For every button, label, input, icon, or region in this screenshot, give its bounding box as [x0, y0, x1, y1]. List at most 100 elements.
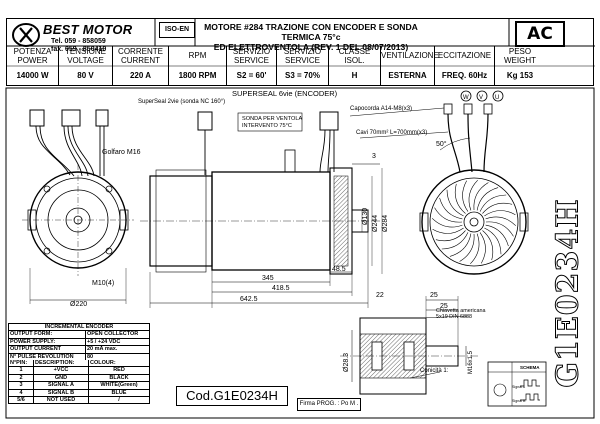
pin-number: 4 — [9, 389, 34, 397]
sonda-line-2: INTERVENTO 75°C — [242, 123, 292, 129]
pin-number: 2 — [9, 374, 34, 382]
pin-number: 5/6 — [9, 397, 34, 404]
fan-blade — [434, 207, 463, 223]
fan-blade — [484, 227, 502, 255]
superseal2-label: SuperSeal 2vie (sonda NC 160°) — [138, 99, 225, 105]
fan-blade — [439, 197, 463, 220]
drawing-title: MOTORE #284 TRAZIONE CON ENCODER E SONDA… — [197, 22, 425, 52]
right-end-view — [349, 90, 529, 275]
encoder-spec-value: +5 / +24 VDC — [87, 338, 121, 345]
spec-label: RPM — [169, 46, 227, 66]
fan-blade — [459, 233, 475, 262]
vertical-code-text: G1E0234H — [550, 198, 586, 388]
fan-blade — [435, 230, 466, 242]
title-block: BEST MOTOR Tel. 059 - 858059 fax. 059 - … — [6, 18, 595, 86]
spec-value: ESTERNA — [381, 66, 435, 85]
company-tel: Tel. 059 - 858059 — [51, 38, 106, 45]
fan-blade — [432, 227, 464, 234]
spec-value: Kg 153 — [506, 71, 534, 80]
spec-value: S2 = 60' — [227, 66, 277, 85]
fan-blade — [462, 180, 469, 212]
encoder-spec-key: N° PULSE REVOLUTION — [9, 353, 86, 361]
dim-l48: 48.5 — [332, 266, 346, 273]
pin-colour: BLUE — [111, 389, 127, 396]
pin-header-colour: COLOUR: — [90, 360, 116, 367]
cavi-label: Cavi 70mm² L=700mm(x3) — [356, 130, 427, 136]
pin-description: NOT USED — [34, 397, 89, 404]
pin-header-num: N°PIN: — [9, 360, 34, 367]
spec-label: VENTILAZIONE — [381, 46, 439, 66]
side-view — [140, 111, 383, 308]
dim-d284: Ø284 — [382, 215, 389, 232]
chiavetta-line-1: Chiavetta americana — [436, 308, 485, 314]
fan-blade — [476, 187, 499, 211]
pin-description: SIGNAL A — [34, 382, 89, 389]
pin-colour: RED — [113, 367, 125, 374]
fan-blade — [470, 233, 480, 265]
encoder-title: INCREMENTAL ENCODER — [44, 324, 114, 330]
dim-d130: Ø130 — [362, 208, 369, 225]
pin-description: GND — [34, 374, 89, 382]
spec-value: 220 A — [113, 66, 169, 85]
signal-a-label: Signal A — [512, 385, 526, 389]
dim-d28: Ø28.3 — [343, 353, 350, 372]
phase-u: U — [495, 95, 499, 101]
pin-description: SIGNAL B — [34, 389, 89, 397]
company-fax: fax. 059 - 850410 — [51, 46, 107, 53]
fan-blade — [468, 179, 478, 211]
pin-number: 1 — [9, 367, 34, 374]
phase-w: W — [463, 95, 469, 101]
signature-box: Firma PROG. : Po M . — [297, 398, 361, 411]
company-contacts: Tel. 059 - 858059 fax. 059 - 850410 — [51, 38, 106, 54]
pin-header-desc: DESCRIPTION: — [34, 360, 89, 367]
dim-d244: Ø244 — [372, 215, 379, 232]
spec-value: FREQ. 60Hz — [435, 66, 495, 85]
fan-blades — [431, 179, 517, 265]
scheme-title: SCHEMA — [520, 365, 540, 370]
drawing-code: Cod.G1E0234H — [176, 386, 288, 406]
frame-border — [5, 87, 595, 419]
thread-label: M16x1.5 — [468, 350, 474, 374]
pin-number: 3 — [9, 382, 34, 389]
title-line-2: ED ELETTROVENTOLA (REV. 1 DEL 08/07/2013… — [213, 42, 409, 52]
encoder-spec-row: OUTPUT FORM:OPEN COLLECTOR — [9, 331, 149, 339]
fan-blade — [482, 230, 494, 261]
signal-scheme — [487, 361, 547, 407]
dim-l642: 642.5 — [240, 296, 258, 303]
encoder-spec-value: 80 — [87, 353, 94, 360]
fan-blade — [484, 210, 516, 217]
encoder-spec-value: 20 mA max. — [87, 346, 118, 353]
dim-l418: 418.5 — [272, 285, 290, 292]
encoder-spec-row: POWER SUPPLY:+5 / +24 VDC — [9, 338, 149, 347]
spec-value: 14000 W — [7, 66, 59, 85]
spec-value: H — [329, 66, 381, 85]
vertical-code: G1E0234H — [548, 178, 588, 408]
superseal6-label: SUPERSEAL 6vie (ENCODER) — [232, 89, 338, 98]
spec-value: S3 = 70% — [277, 66, 329, 85]
pin-colour: WHITE(Green) — [100, 382, 138, 389]
fan-blade — [454, 183, 466, 214]
encoder-spec-key: POWER SUPPLY: — [9, 338, 86, 346]
dim-d220: Ø220 — [70, 301, 87, 308]
encoder-table: INCREMENTAL ENCODER OUTPUT FORM:OPEN COL… — [8, 323, 150, 405]
dim-l22: 22 — [376, 292, 384, 299]
fan-blade — [485, 224, 509, 247]
fan-blade — [473, 182, 489, 211]
pin-colour: BLACK — [109, 374, 129, 381]
fan-blade — [479, 232, 486, 264]
spec-label: ECCITAZIONE — [435, 46, 495, 66]
spec-value: 80 V — [59, 66, 113, 85]
fan-blade — [431, 218, 463, 228]
